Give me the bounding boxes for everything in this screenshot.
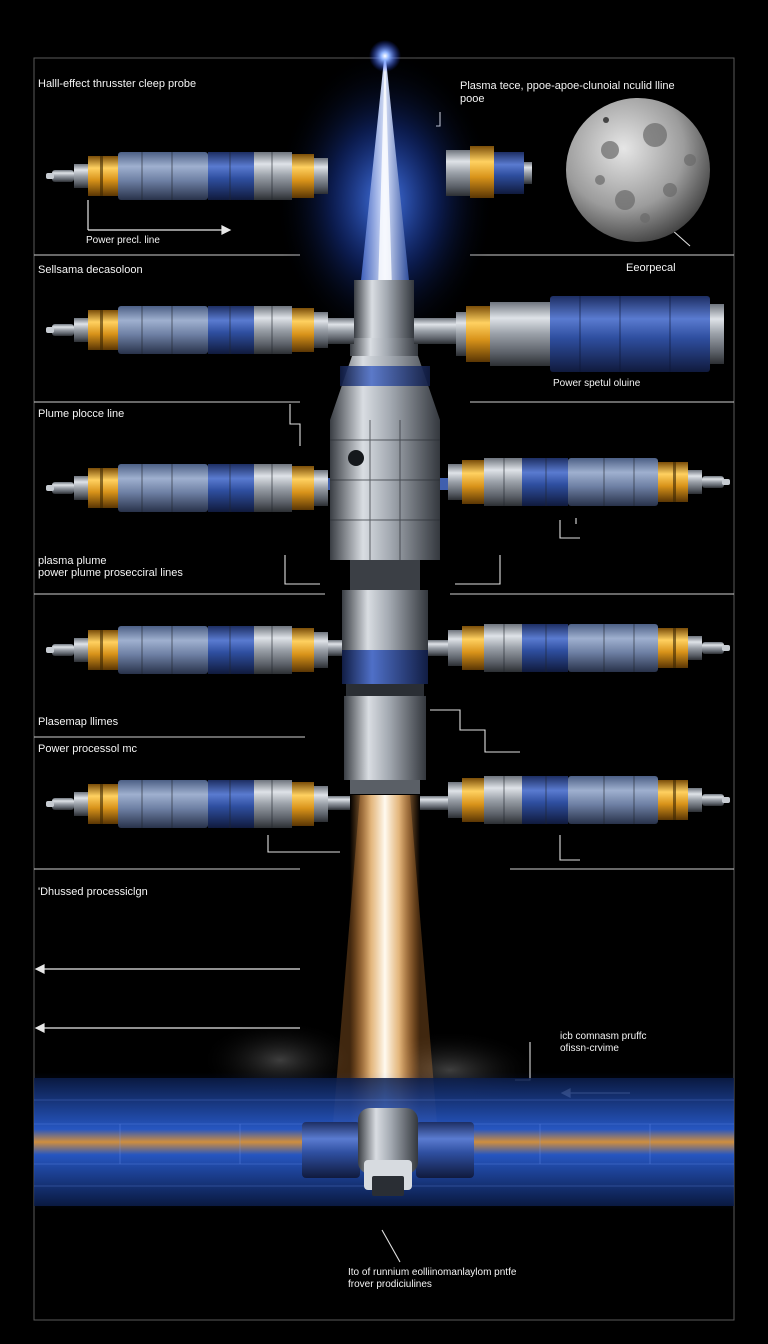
label-plasma-plume: plasma plume <box>38 555 107 567</box>
label-plasma-top: Plasma tece, ppoe-apoe-clunoial nculid l… <box>460 80 675 92</box>
label-dhussed: 'Dhussed processiclgn <box>38 886 148 898</box>
label-sellsama: Sellsama decasoloon <box>38 264 143 276</box>
thruster-module-left-1 <box>45 151 329 201</box>
label-bottom-2: frover prodiciulines <box>348 1279 432 1290</box>
thruster-module-left-3 <box>45 463 329 513</box>
thruster-module-right-1 <box>456 296 724 372</box>
spacecraft-stack <box>300 280 480 810</box>
thruster-module-right-4 <box>447 775 731 825</box>
label-eorpecal: Eeorpecal <box>626 262 676 274</box>
label-icb-2: ofissn-crvime <box>560 1043 619 1054</box>
solar-panel-array <box>34 1072 734 1210</box>
label-plume-plocce: Plume plocce line <box>38 408 125 420</box>
label-bottom: Ito of runnium eolliinomanlaylom pntfe <box>348 1267 517 1278</box>
thruster-module-small <box>446 146 532 198</box>
label-plasemap: Plasemap llimes <box>38 716 119 728</box>
label-hall-effect: Halll-effect thrusster cleep probe <box>38 78 197 90</box>
label-plasma-top-2: pooe <box>460 93 485 105</box>
moon-image <box>566 98 710 242</box>
thruster-module-left-2 <box>45 305 329 355</box>
label-power-spectul: Power spetul oluine <box>553 378 641 389</box>
thruster-module-left-4 <box>45 625 329 675</box>
label-power-plume: power plume prosecciral lines <box>38 567 183 579</box>
thruster-module-left-5 <box>45 779 329 829</box>
label-power-processol: Power processol mc <box>38 743 138 755</box>
thruster-module-right-3 <box>447 623 731 673</box>
label-power-prec: Power precl. line <box>86 235 160 246</box>
label-icb: icb comnasm pruffc <box>560 1031 647 1042</box>
thruster-module-right-2 <box>447 457 731 507</box>
